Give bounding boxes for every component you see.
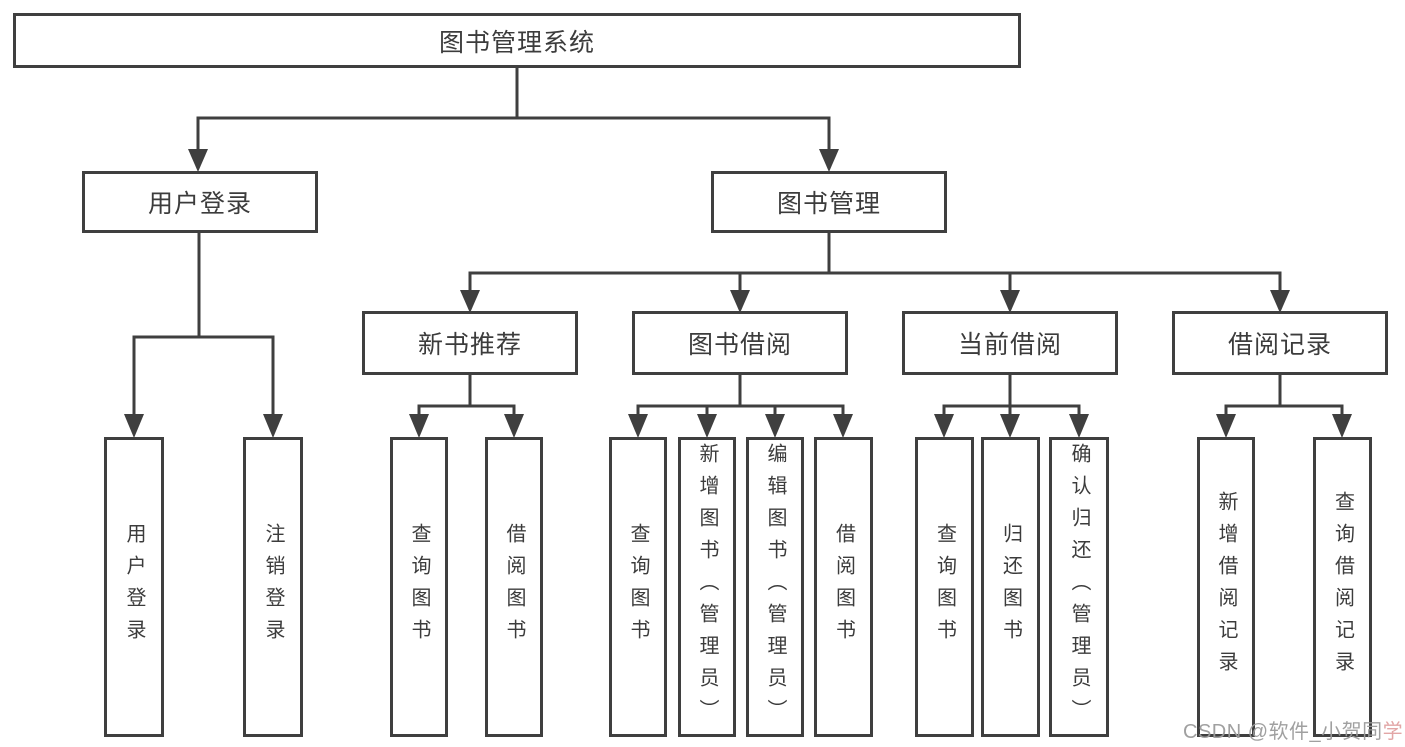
leaf-borrowing-borrow-books-label: 借阅图书 <box>832 523 855 651</box>
leaf-records-add-borrow-record-label: 新增借阅记录 <box>1215 491 1237 683</box>
arrowhead <box>628 414 648 438</box>
leaf-borrowing-edit-books-admin-label: 编辑图书（管理员） <box>764 443 786 731</box>
leaf-current-confirm-return-admin: 确认归还（管理员） <box>1049 437 1109 737</box>
leaf-borrowing-query-books-label: 查询图书 <box>627 523 649 651</box>
leaf-current-query-books-label: 查询图书 <box>933 523 956 651</box>
leaf-recommend-borrow-books: 借阅图书 <box>485 437 543 737</box>
leaf-current-confirm-return-admin-label: 确认归还（管理员） <box>1068 443 1090 731</box>
leaf-borrowing-edit-books-admin: 编辑图书（管理员） <box>746 437 804 737</box>
leaf-logout-label: 注销登录 <box>262 523 284 651</box>
node-user-login: 用户登录 <box>82 171 318 233</box>
arrowhead <box>765 414 785 438</box>
leaf-current-return-books-label: 归还图书 <box>999 523 1022 651</box>
leaf-borrowing-borrow-books: 借阅图书 <box>814 437 873 737</box>
arrowhead <box>1000 290 1020 313</box>
leaf-recommend-query-books: 查询图书 <box>390 437 448 737</box>
leaf-records-add-borrow-record: 新增借阅记录 <box>1197 437 1255 737</box>
watermark-csdn-text: CSDN @软件_小贺同 <box>1183 721 1383 743</box>
watermark-csdn-accent: 学 <box>1382 721 1404 743</box>
leaf-user-login-label: 用户登录 <box>123 523 145 651</box>
leaf-records-query-borrow-record: 查询借阅记录 <box>1313 437 1372 737</box>
arrowhead <box>188 149 208 172</box>
arrowhead <box>934 414 954 438</box>
arrowhead <box>1332 414 1352 438</box>
arrowhead <box>1000 414 1020 438</box>
leaf-recommend-query-books-label: 查询图书 <box>408 523 430 651</box>
connector-new-book-recommendation <box>409 371 524 438</box>
leaf-user-login: 用户登录 <box>104 437 164 737</box>
node-current-borrowing: 当前借阅 <box>902 311 1118 375</box>
leaf-current-return-books: 归还图书 <box>981 437 1040 737</box>
leaf-borrowing-query-books: 查询图书 <box>609 437 667 737</box>
leaf-recommend-borrow-books-label: 借阅图书 <box>503 523 525 651</box>
connector-current-borrowing <box>934 371 1089 438</box>
connector-borrowing-records <box>1216 371 1352 438</box>
leaf-borrowing-add-books-admin-label: 新增图书（管理员） <box>696 443 718 731</box>
arrowhead <box>1216 414 1236 438</box>
arrowhead <box>460 290 480 313</box>
arrowhead <box>263 414 283 438</box>
connector-book-borrowing <box>628 371 853 438</box>
arrowhead <box>124 414 144 438</box>
leaf-borrowing-add-books-admin: 新增图书（管理员） <box>678 437 736 737</box>
node-borrowing-records: 借阅记录 <box>1172 311 1388 375</box>
arrowhead <box>504 414 524 438</box>
leaf-current-query-books: 查询图书 <box>915 437 974 737</box>
arrowhead <box>833 414 853 438</box>
leaf-records-query-borrow-record-label: 查询借阅记录 <box>1331 491 1354 683</box>
node-new-book-recommendation: 新书推荐 <box>362 311 578 375</box>
node-book-management: 图书管理 <box>711 171 947 233</box>
leaf-logout: 注销登录 <box>243 437 303 737</box>
node-library-system: 图书管理系统 <box>13 13 1021 68</box>
watermark-csdn: CSDN @软件_小贺同学 <box>1183 715 1403 744</box>
arrowhead <box>1270 290 1290 313</box>
arrowhead <box>697 414 717 438</box>
arrowhead <box>730 290 750 313</box>
arrowhead <box>1069 414 1089 438</box>
connector-root <box>188 64 839 172</box>
arrowhead <box>409 414 429 438</box>
node-book-borrowing: 图书借阅 <box>632 311 848 375</box>
connector-user-login <box>124 229 283 438</box>
arrowhead <box>819 149 839 172</box>
connector-book-management <box>460 229 1290 313</box>
